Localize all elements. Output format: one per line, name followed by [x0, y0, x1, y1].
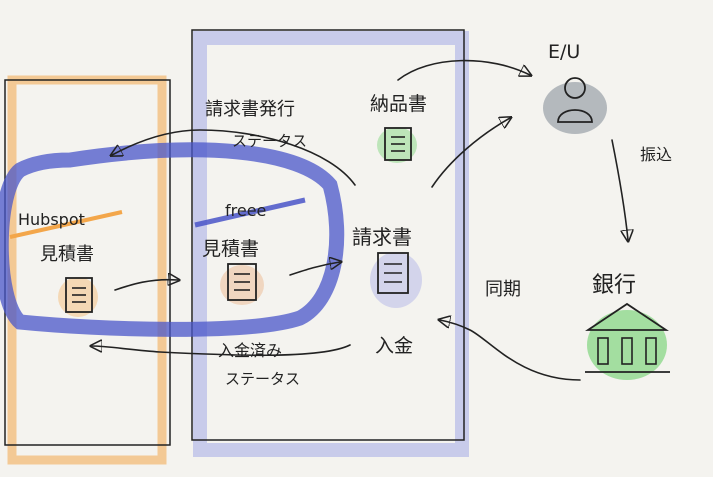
sync-label: 同期	[485, 279, 521, 300]
freee-delivery-label: 納品書	[370, 93, 427, 115]
freee-deposit-label: 入金	[375, 335, 413, 357]
hubspot-underline	[9, 210, 123, 239]
arrow-hubspot-to-freee	[114, 280, 178, 291]
arrow-eu-to-bank	[611, 139, 628, 240]
arrow-delivery-to-eu	[397, 59, 530, 81]
arrow-invoice-status-to-hubspot	[112, 129, 356, 186]
arrow-paid-status-to-hubspot	[92, 345, 351, 357]
arrow-bank-to-deposit	[440, 320, 581, 381]
bank-label: 銀行	[592, 273, 636, 298]
hubspot-label: Hubspot	[18, 210, 85, 229]
freee-underline	[194, 197, 306, 228]
hubspot-column: Hubspot 見積書	[4, 75, 171, 465]
eu-label: E/U	[548, 41, 580, 63]
paid-status-line1: 入金済み	[218, 341, 282, 360]
arrow-invoice-to-eu	[431, 118, 510, 188]
hubspot-estimate-label: 見積書	[40, 244, 94, 265]
invoice-status-line1: 請求書発行	[205, 99, 295, 120]
paid-status-line2: ステータス	[225, 370, 300, 388]
user-icon	[543, 77, 607, 134]
freee-label: freee	[225, 201, 266, 220]
bank-icon	[585, 302, 670, 380]
freee-invoice-label: 請求書	[352, 225, 412, 249]
freee-delivery-document-icon	[377, 127, 417, 163]
freee-estimate-label: 見積書	[202, 238, 259, 260]
freee-estimate-document-icon	[220, 263, 264, 305]
arrow-estimate-to-invoice	[289, 262, 340, 276]
highlight-loop	[0, 142, 345, 337]
hubspot-document-icon	[58, 277, 98, 317]
transfer-label: 振込	[640, 145, 672, 164]
freee-column	[191, 29, 469, 457]
freee-invoice-document-icon	[370, 252, 422, 308]
invoice-status-line2: ステータス	[232, 132, 307, 150]
